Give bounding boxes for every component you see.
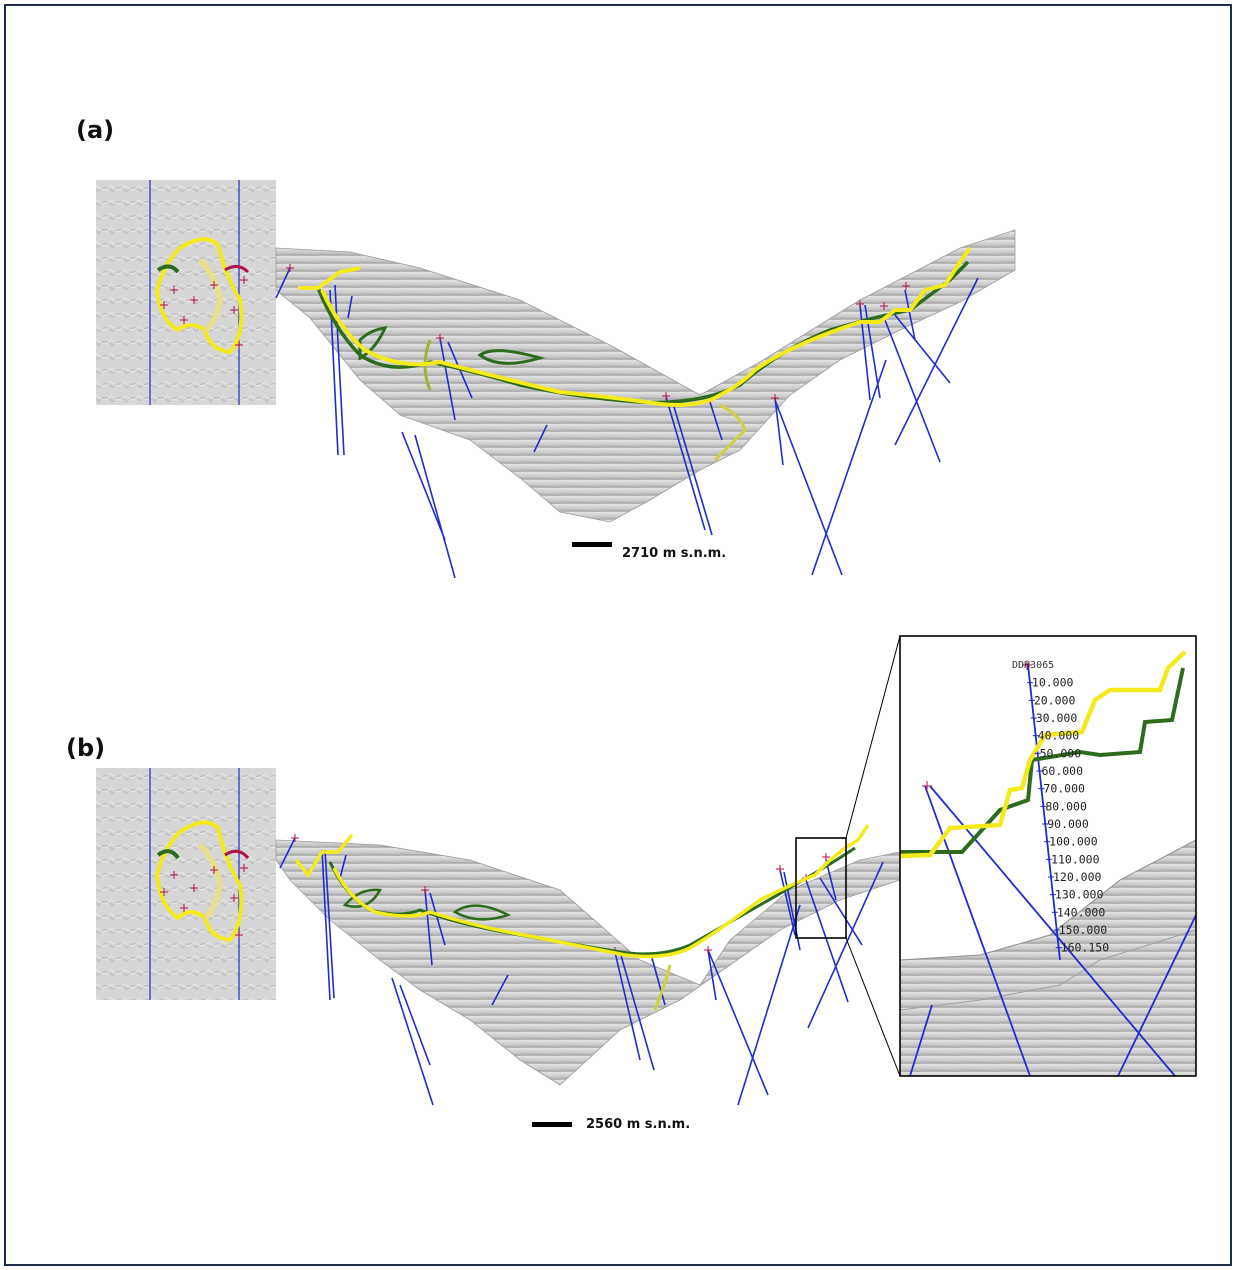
depth-label: 50.000 [1040,746,1082,760]
elevation-label-a: 2710 m s.n.m. [622,546,727,561]
depth-label: 60.000 [1041,764,1083,778]
depth-label: 130.000 [1055,888,1104,902]
depth-label: 90.000 [1047,817,1089,831]
inset-yellow-contour [900,650,1187,859]
elevation-label-b: 2560 m s.n.m. [586,1117,691,1132]
yellow-contour-b [294,824,870,959]
zoom-box [795,837,847,939]
yellow-contour-a [298,246,972,407]
depth-label: 10.000 [1032,676,1074,690]
terrain-section-a [275,229,1016,523]
panel-b [96,635,901,1127]
inset-depth-labels: 10.000 20.000 30.000 40.000 50.000 60.000 70.0… [1026,676,1110,955]
green-contour-a [316,260,970,405]
depth-label: 80.000 [1045,799,1087,813]
depth-label: 110.000 [1051,852,1100,866]
location-map-b [96,768,276,1000]
depth-label: 120.000 [1053,870,1102,884]
depth-label: 40.000 [1038,729,1080,743]
panel-a [96,180,1016,579]
panel-a-label: (a) [76,116,115,144]
depth-label: 100.000 [1049,835,1098,849]
location-map-a [96,180,276,405]
panel-b-label: (b) [66,734,106,762]
depth-label: 70.000 [1043,782,1085,796]
depth-label: 30.000 [1036,711,1078,725]
zoom-inset: DDH3065 10.000 20.000 30.000 40.000 50.000 60… [899,635,1197,1077]
scale-bar-a [572,542,612,547]
depth-label: 20.000 [1034,693,1076,707]
drillholes-b [279,837,884,1106]
inset-hole-id: DDH3065 [1012,660,1054,671]
figure-frame [4,4,1232,1266]
scale-bar-b [532,1122,572,1127]
depth-label: 150.000 [1059,923,1108,937]
depth-label: 160.150 [1061,941,1110,955]
depth-label: 140.000 [1057,905,1106,919]
